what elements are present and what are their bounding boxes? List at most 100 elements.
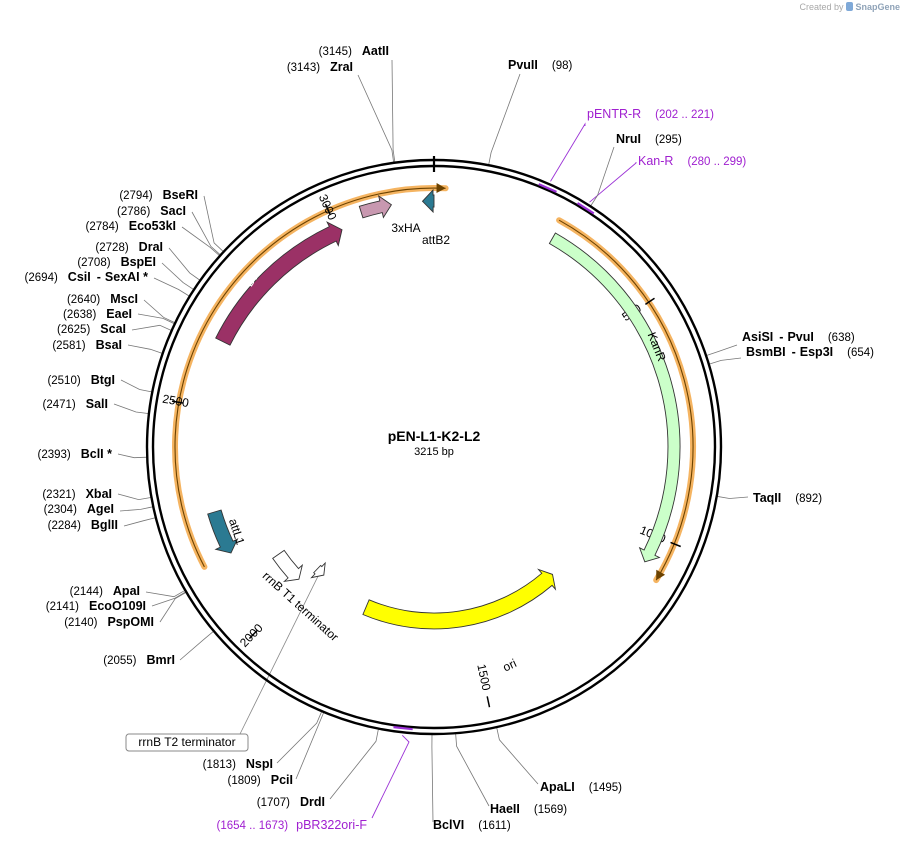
orange-track (172, 183, 696, 584)
site-leader-pspomi (159, 591, 187, 623)
rrnb-t2-leader (239, 572, 321, 735)
kanr-track-arrowhead (656, 569, 666, 581)
primer-mark-kan-r (576, 202, 595, 215)
site-label-drai: (2728)DraI (95, 240, 163, 254)
credit-prefix: Created by (799, 2, 844, 12)
site-leader-btgi (120, 379, 153, 393)
feature-label-rrnb-t2-terminator: rrnB T2 terminator (138, 735, 235, 749)
enzyme-name: SexAI * (105, 270, 148, 284)
site-position: (2694) (25, 272, 58, 284)
enzyme-separator: - (779, 330, 783, 344)
primer-label-pbr322ori-f: (1654 .. 1673)pBR322ori-F (217, 818, 368, 832)
site-position: (1495) (589, 782, 622, 794)
tick-mark-2500 (171, 400, 183, 404)
site-leader-bseri (203, 195, 224, 253)
feature-label-attb2: attB2 (422, 233, 450, 247)
site-position: (2708) (77, 257, 110, 269)
site-leader-eaei (137, 313, 175, 325)
enzyme-name: BmrI (147, 653, 175, 667)
insert-track-arrowhead (436, 183, 446, 193)
site-position: (3143) (287, 62, 320, 74)
primer-leader-pentr-r (550, 122, 586, 182)
enzyme-separator: - (792, 345, 796, 359)
primer-range: (1654 .. 1673) (217, 820, 289, 832)
enzyme-name: AatII (362, 44, 389, 58)
enzyme-name: ScaI (100, 322, 126, 336)
tick-mark-1500 (486, 696, 491, 708)
site-label-bclvi: BclVI(1611) (433, 818, 511, 832)
site-label-pspomi: (2140)PspOMI (64, 615, 154, 629)
site-leader-agei (119, 506, 154, 512)
primer-label-kan-r: Kan-R(280 .. 299) (638, 154, 746, 168)
site-label-pcii: (1809)PciI (228, 773, 294, 787)
leader-lines (113, 59, 749, 823)
site-position: (2638) (63, 309, 96, 321)
site-label-apai: (2144)ApaI (70, 584, 140, 598)
site-leader-nrui (590, 146, 615, 207)
enzyme-name: MscI (110, 292, 138, 306)
enzyme-name: EcoO109I (89, 599, 146, 613)
tick-mark-2000 (248, 630, 258, 640)
enzyme-name: PvuI (787, 330, 813, 344)
enzyme-name: TaqII (753, 491, 781, 505)
site-leader-bsai (127, 344, 163, 354)
feature-arrow-ori (362, 568, 557, 630)
enzyme-name: BtgI (91, 373, 115, 387)
credit-brand: SnapGene (855, 2, 900, 12)
enzyme-name: Eco53kI (129, 219, 176, 233)
site-label-asisi-pvui: AsiSI-PvuI(638) (742, 330, 855, 344)
feature-label-ori: ori (501, 656, 519, 674)
site-position: (638) (828, 332, 855, 344)
enzyme-name: ApaLI (540, 780, 575, 794)
site-label-ecoo109i: (2141)EcoO109I (46, 599, 146, 613)
site-position: (2321) (42, 489, 75, 501)
site-label-drdi: (1707)DrdI (257, 795, 325, 809)
enzyme-name: NruI (616, 132, 641, 146)
site-leader-csii (153, 277, 190, 297)
site-leader-msci (143, 299, 176, 324)
site-leader-nspi (276, 711, 323, 764)
site-leader-drai (168, 247, 201, 281)
primer-mark-pbr322ori-f (393, 726, 413, 731)
site-position: (2140) (64, 617, 97, 629)
enzyme-name: HaeII (490, 802, 520, 816)
backbone (145, 156, 723, 736)
site-leader-eco53ki (181, 226, 221, 257)
site-label-nspi: (1813)NspI (203, 757, 273, 771)
site-label-msci: (2640)MscI (67, 292, 138, 306)
feature-arrow-kanr (548, 232, 681, 563)
feature-arrow-attb2 (421, 188, 435, 214)
site-label-bsai: (2581)BsaI (52, 338, 122, 352)
site-label-scai: (2625)ScaI (57, 322, 126, 336)
site-label-nrui: NruI(295) (616, 132, 682, 146)
site-label-bspei: (2708)BspEI (77, 255, 156, 269)
site-position: (1611) (478, 820, 511, 832)
enzyme-name: BglII (91, 518, 118, 532)
enzyme-name: ApaI (113, 584, 140, 598)
enzyme-name: ZraI (330, 60, 353, 74)
site-label-sali: (2471)SalI (43, 397, 109, 411)
site-leader-drdi (329, 728, 379, 800)
enzyme-name: BclI * (81, 447, 112, 461)
primer-marks (393, 183, 595, 731)
tick-label-2000: 2000 (237, 621, 266, 650)
site-leader-saci (191, 211, 221, 256)
enzyme-name: PvuII (508, 58, 538, 72)
site-position: (2284) (48, 520, 81, 532)
enzyme-name: CsiI (68, 270, 91, 284)
primer-name: Kan-R (638, 154, 673, 168)
primer-range: (202 .. 221) (655, 109, 714, 121)
site-label-btgi: (2510) BtgI (47, 373, 115, 387)
site-leader-scai (131, 324, 172, 331)
primer-label-pentr-r: pENTR-R(202 .. 221) (587, 107, 714, 121)
site-position: (2510) (47, 375, 80, 387)
site-leader-bspei (161, 262, 195, 291)
rrnb-t2-label-box (125, 733, 249, 752)
site-label-taqii: TaqII(892) (753, 491, 822, 505)
site-position: (2055) (103, 655, 136, 667)
enzyme-name: EaeI (106, 307, 132, 321)
site-position: (2784) (85, 221, 118, 233)
tick-mark-3000 (324, 203, 331, 215)
